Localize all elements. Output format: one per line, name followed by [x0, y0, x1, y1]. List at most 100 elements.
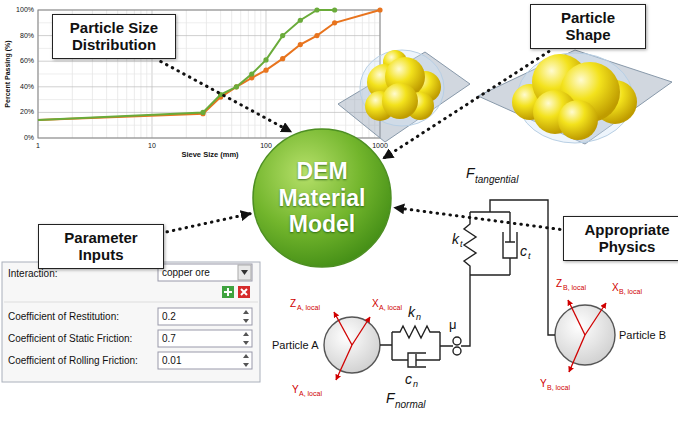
grid-line: [38, 74, 380, 75]
particle-shape-render: [558, 100, 598, 140]
parameter-panel: [158, 264, 252, 281]
contact-model: [380, 332, 392, 360]
axis-subscript: A, local: [297, 304, 320, 312]
particle-shape-render: [338, 50, 672, 144]
callout-box: Parameter Inputs: [38, 224, 164, 269]
particle-shape-render: [360, 50, 444, 126]
series-marker: [263, 68, 268, 73]
axis-tick: 100%: [16, 6, 34, 14]
contact-model: [503, 212, 517, 275]
callout-text: Appropriate Physics: [571, 221, 678, 256]
series-line: [38, 10, 335, 120]
dotted-arrow: [383, 52, 549, 159]
axis-title: Sieve Size (mm): [181, 151, 238, 159]
axis-tick: 60%: [20, 57, 34, 65]
symbol-label: F: [386, 391, 395, 406]
particle-shape-render: [382, 83, 418, 119]
parameter-panel: [241, 289, 247, 295]
series-marker: [298, 42, 303, 47]
series-marker: [249, 71, 254, 76]
axis-subscript: B, local: [563, 284, 586, 292]
axis-title: Percent Passing (%): [4, 40, 12, 107]
series-marker: [332, 7, 337, 12]
circle-fill: [253, 129, 391, 267]
field-label: Coefficient of Rolling Friction:: [8, 355, 138, 366]
contact-model: [453, 337, 461, 345]
symbol-subscript: t: [460, 240, 463, 250]
axis-tick: 40%: [20, 83, 34, 91]
parameter-panel: [238, 286, 250, 298]
axis-label: Y: [540, 378, 547, 389]
callout-box: Particle Shape: [530, 4, 646, 49]
plot-frame: [38, 10, 380, 138]
parameter-panel: [158, 352, 252, 369]
callout-box: Particle Size Distribution: [52, 14, 176, 59]
contact-model: [392, 332, 453, 367]
parameter-panel: [241, 270, 248, 275]
series-marker: [314, 7, 319, 12]
axis-tick: 1000: [372, 142, 388, 150]
particle-label: Particle A: [272, 339, 318, 351]
symbol-label: k: [408, 305, 415, 320]
axis-subscript: A, local: [379, 304, 402, 312]
symbol-label: F: [466, 166, 475, 181]
axis-subscript: B, local: [547, 384, 570, 392]
contact-model: [464, 212, 476, 275]
particle-shape-render: [338, 52, 470, 142]
series-marker: [332, 20, 337, 25]
symbol-label: k: [452, 232, 459, 247]
parameter-panel: [224, 288, 232, 296]
symbol-label: μ: [449, 318, 457, 332]
symbol-subscript: normal: [395, 399, 426, 410]
callout-box: Appropriate Physics: [563, 216, 678, 261]
field-label: Coefficient of Static Friction:: [8, 333, 132, 344]
series-marker: [280, 56, 285, 61]
particle-shape-render: [478, 50, 672, 144]
axis-label: X: [612, 282, 619, 293]
axis-tick: 20%: [20, 108, 34, 116]
axis-tick: 1: [36, 142, 40, 150]
symbol-subscript: t: [528, 252, 531, 262]
symbol-label: c: [405, 372, 412, 387]
parameter-panel: [4, 302, 258, 303]
parameter-panel: [243, 310, 249, 367]
field-label: Coefficient of Restitution:: [8, 311, 119, 322]
contact-model: [461, 275, 510, 346]
model-circle: DEM Material Model: [252, 128, 392, 268]
grid-line: [38, 86, 380, 87]
grid-line: [38, 99, 380, 100]
local-axes: [352, 317, 370, 345]
grid-line: [38, 125, 380, 126]
axis-label: Y: [292, 384, 299, 395]
axis-subscript: B, local: [619, 288, 642, 296]
parameter-panel: [238, 265, 251, 280]
series-marker: [263, 57, 268, 62]
series-marker: [200, 110, 205, 115]
symbol-label: c: [520, 244, 527, 259]
axis-label: X: [372, 298, 379, 309]
symbol-subscript: tangential: [475, 174, 518, 185]
series-marker: [314, 33, 319, 38]
dotted-arrow: [161, 62, 291, 132]
axis-subscript: A, local: [299, 390, 322, 398]
dotted-arrow: [167, 214, 251, 232]
grid-line: [38, 61, 380, 62]
particle-label: Particle B: [619, 329, 666, 341]
parameter-panel: [158, 330, 252, 347]
axis-tick: 10: [148, 142, 156, 150]
field-label: Interaction:: [8, 268, 57, 279]
axis-tick: 80%: [20, 32, 34, 40]
local-axes: [568, 300, 585, 335]
parameter-panel: [2, 262, 260, 382]
callout-text: Particle Shape: [538, 9, 638, 44]
parameter-panel: [158, 308, 252, 325]
field-value: 0.7: [162, 333, 176, 344]
callout-text: Particle Size Distribution: [60, 19, 168, 54]
contact-model: [453, 347, 461, 355]
series-marker: [298, 18, 303, 23]
local-axes: [334, 300, 606, 380]
series-marker: [280, 33, 285, 38]
axis-tick: 0%: [24, 134, 34, 142]
field-value: copper ore: [162, 267, 210, 278]
parameter-panel: [2, 262, 260, 382]
